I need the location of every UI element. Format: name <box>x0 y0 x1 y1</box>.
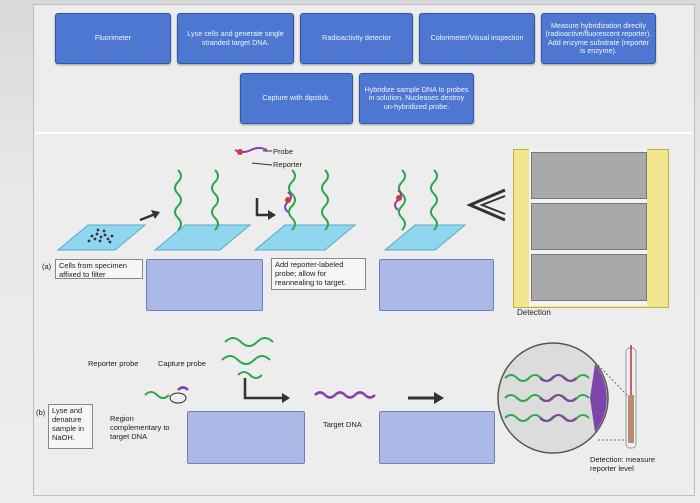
filter-4-icon <box>383 224 467 251</box>
reporter-icon <box>237 149 402 203</box>
detection-slot-2[interactable] <box>531 203 647 250</box>
drop-box-a1[interactable] <box>146 259 263 311</box>
reporter-probe-label: Reporter probe <box>88 359 139 368</box>
part-b-label: (b) <box>36 408 46 417</box>
section-divider <box>35 132 692 134</box>
chevron-arrow-icon <box>466 188 506 222</box>
drop-box-a2[interactable] <box>379 259 494 311</box>
dna-strands-a-icon <box>174 169 438 231</box>
chip-fluorimeter[interactable]: Fluorimeter <box>55 13 171 64</box>
chip-capture-text: Capture with dipstick. <box>262 93 331 103</box>
chip-fluorimeter-text: Fluorimeter <box>94 33 132 43</box>
cells-dots-icon <box>87 228 114 244</box>
arrow-b-1-icon <box>243 378 285 400</box>
reporter-caption: Add reporter-labeled probe; allow for re… <box>271 258 366 290</box>
region-caption: Region complementary to target DNA <box>110 414 170 441</box>
filter-2-icon <box>153 224 252 251</box>
target-dna-label: Target DNA <box>323 420 362 429</box>
chip-colorimeter-text: Colorimeter/Visual inspection <box>430 33 524 43</box>
chip-radioactivity-text: Radioactivity detector <box>322 33 391 43</box>
chip-lyse-cells[interactable]: Lyse cells and generate single stranded … <box>177 13 294 64</box>
detection-slot-1[interactable] <box>531 152 647 199</box>
detection-label: Detection <box>517 308 551 317</box>
probe-label: Probe <box>273 147 294 156</box>
chip-radioactivity-detector[interactable]: Radioactivity detector <box>300 13 413 64</box>
dna-strands-b-icon <box>144 337 274 399</box>
filter-3-icon <box>253 224 357 251</box>
arrow-2-icon <box>255 198 272 217</box>
lyse-caption: Lyse and denature sample in NaOH. <box>48 404 93 449</box>
chip-hybridize-sample[interactable]: Hybridize sample DNA to probes in soluti… <box>359 73 474 124</box>
chip-measure-text: Measure hybridization directly (radioact… <box>545 20 652 55</box>
drop-box-b2[interactable] <box>379 411 495 464</box>
part-a-label: (a) <box>42 262 52 271</box>
probe-strands-icon <box>234 147 402 213</box>
chip-colorimeter[interactable]: Colorimeter/Visual inspection <box>419 13 535 64</box>
chip-measure-hybridization[interactable]: Measure hybridization directly (radioact… <box>541 13 656 64</box>
capture-bead-icon <box>169 392 187 404</box>
drop-box-b1[interactable] <box>187 411 305 464</box>
capture-probe-label: Capture probe <box>158 359 206 368</box>
detection-caption: Detection: measure reporter level <box>590 455 656 473</box>
detection-slot-3[interactable] <box>531 254 647 301</box>
cells-caption: Cells from specimen affixed to filter <box>55 259 143 279</box>
chip-lyse-cells-text: Lyse cells and generate single stranded … <box>187 29 284 47</box>
chip-hybridize-text: Hybridize sample DNA to probes in soluti… <box>364 85 469 111</box>
chip-capture-dipstick[interactable]: Capture with dipstick. <box>240 73 353 124</box>
reporter-label: Reporter <box>273 160 303 169</box>
